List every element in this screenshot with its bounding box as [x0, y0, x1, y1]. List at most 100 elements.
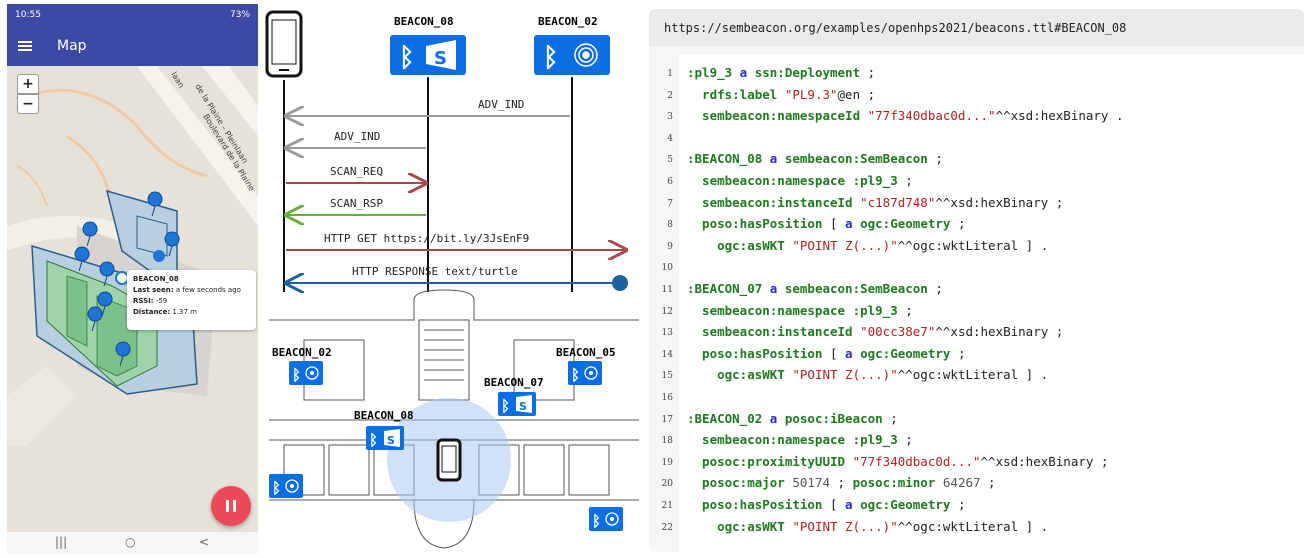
line-number: 16	[661, 393, 673, 403]
beacon-popup: BEACON_08 Last seen: a few seconds ago R…	[127, 270, 256, 330]
code-token: ;	[882, 410, 898, 426]
code-token: ^^xsd:hexBinary ;	[935, 194, 1064, 210]
code-token: sembeacon:namespace	[687, 302, 846, 318]
svg-text:ᛒ: ᛒ	[592, 512, 601, 530]
floorplan-beacon-edge-left-icon: ᛒ	[269, 474, 303, 498]
battery-status: 73%	[229, 10, 250, 20]
message-label-http-get: HTTP GET https://bit.ly/3JsEnF9	[324, 232, 529, 245]
resource-url: https://sembeacon.org/examples/openhps20…	[649, 9, 1304, 46]
code-token: ^^ogc:wktLiteral ] .	[897, 367, 1049, 383]
code-token: :pl9_3	[845, 173, 898, 188]
message-label-http-response: HTTP RESPONSE text/turtle	[352, 265, 518, 278]
zoom-out-button[interactable]: −	[17, 94, 39, 114]
code-token: ;	[897, 432, 913, 448]
code-line: 20 posoc:major 50174 ; posoc:minor 64267…	[649, 475, 1304, 492]
code-line: 21 poso:hasPosition [ a ogc:Geometry ;	[649, 497, 1304, 514]
floorplan-beacon-edge-right-icon: ᛒ	[589, 507, 623, 531]
pause-icon-bar-right	[233, 500, 236, 512]
svg-text:S: S	[387, 434, 395, 447]
code-text: ogc:asWKT "POINT Z(...)"^^ogc:wktLiteral…	[687, 238, 1048, 253]
back-button[interactable]: <	[199, 535, 210, 549]
line-number: 4	[667, 133, 673, 144]
distance-value: 1.37 m	[172, 308, 198, 316]
rssi-value: -59	[155, 297, 168, 305]
code-token: ogc:Geometry	[860, 497, 951, 512]
line-number: 17	[661, 414, 673, 425]
line-number: 2	[667, 90, 673, 101]
code-token: ;	[860, 65, 876, 80]
code-token: 64267	[935, 475, 981, 491]
code-token: sembeacon:namespace	[687, 173, 846, 188]
sequence-diagram: BEACON_08 ᛒ S BEACON_02 ᛒ ADV_IND ADV_IN…	[265, 10, 639, 550]
code-token: :BEACON_02	[687, 410, 763, 426]
line-number: 13	[661, 328, 673, 339]
code-token: ;	[927, 151, 943, 167]
code-token: sembeacon:namespace	[687, 432, 846, 448]
code-line: 22 ogc:asWKT "POINT Z(...)"^^ogc:wktLite…	[649, 519, 1304, 536]
line-number: 7	[667, 198, 673, 209]
floorplan-beacon-05-icon: ᛒ	[568, 361, 602, 385]
line-number: 20	[661, 479, 673, 490]
last-seen-label: Last seen:	[133, 286, 174, 294]
code-token: sembeacon:namespaceId	[687, 108, 861, 124]
code-token: a	[732, 65, 755, 80]
code-token: ogc:Geometry	[860, 216, 951, 232]
line-number: 6	[667, 177, 673, 187]
code-line: 13 sembeacon:instanceId "00cc38e7"^^xsd:…	[649, 324, 1304, 341]
line-number: 21	[661, 501, 673, 511]
code-line: 16	[649, 389, 1304, 406]
code-token: [	[822, 216, 846, 232]
pause-button[interactable]	[211, 486, 251, 526]
code-token: ^^xsd:hexBinary ;	[980, 453, 1109, 469]
code-line: 15 ogc:asWKT "POINT Z(...)"^^ogc:wktLite…	[649, 367, 1304, 384]
code-text: rdfs:label "PL9.3"@en ;	[687, 87, 875, 102]
code-token: a	[762, 151, 785, 167]
recent-apps-button[interactable]: |||	[55, 535, 68, 549]
status-time: 10:55	[15, 10, 41, 20]
pause-icon-bar-left	[226, 500, 229, 512]
line-number: 5	[667, 155, 673, 166]
code-token: ;	[980, 475, 996, 491]
code-line: 8 poso:hasPosition [ a ogc:Geometry ;	[649, 216, 1304, 233]
code-text: ogc:asWKT "POINT Z(...)"^^ogc:wktLiteral…	[687, 367, 1048, 382]
code-token: ^^ogc:wktLiteral ] .	[897, 518, 1049, 534]
rssi-label: RSSI:	[133, 297, 154, 305]
code-token: "00cc38e7"	[852, 324, 936, 340]
code-text: :BEACON_02 a posoc:iBeacon ;	[687, 411, 898, 426]
code-line: 14 poso:hasPosition [ a ogc:Geometry ;	[649, 346, 1304, 363]
home-button[interactable]: ○	[125, 535, 136, 549]
code-line: 10	[649, 259, 1304, 276]
code-token: ^^xsd:hexBinary .	[995, 108, 1124, 124]
code-line: 9 ogc:asWKT "POINT Z(...)"^^ogc:wktLiter…	[649, 238, 1304, 255]
code-area	[679, 54, 1304, 552]
message-label-adv-ind-1: ADV_IND	[478, 98, 524, 111]
line-number: 10	[661, 263, 673, 274]
zoom-in-button[interactable]: +	[17, 74, 39, 94]
line-number: 14	[661, 349, 673, 360]
beacon-08-icon: ᛒ S	[390, 35, 466, 75]
popup-last-seen: Last seen: a few seconds ago	[133, 286, 250, 294]
code-token: sembeacon:instanceId	[687, 324, 853, 340]
code-token: a	[845, 216, 861, 232]
code-token: :pl9_3	[687, 65, 733, 80]
code-token: "POINT Z(...)"	[784, 367, 898, 383]
code-token: poso:hasPosition	[687, 216, 823, 232]
code-text: :BEACON_08 a sembeacon:SemBeacon ;	[687, 151, 943, 166]
menu-icon[interactable]	[17, 38, 33, 54]
code-text: ogc:asWKT "POINT Z(...)"^^ogc:wktLiteral…	[687, 519, 1048, 534]
code-token: "PL9.3"	[777, 86, 838, 102]
code-line: 6 sembeacon:namespace :pl9_3 ;	[649, 173, 1304, 190]
popup-rssi: RSSI: -59	[133, 297, 250, 305]
line-number-gutter	[649, 54, 679, 552]
code-token: [	[822, 497, 846, 512]
code-token: ssn:Deployment	[754, 65, 861, 80]
beacon-02-header-label: BEACON_02	[538, 15, 598, 28]
code-token: 50174	[784, 475, 830, 491]
phone-screenshot: 10:55 73% Map	[7, 4, 258, 554]
status-bar: 10:55 73%	[7, 4, 258, 28]
android-nav-bar: ||| ○ <	[7, 532, 258, 554]
code-text: sembeacon:instanceId "c187d748"^^xsd:hex…	[687, 195, 1063, 210]
code-text: sembeacon:instanceId "00cc38e7"^^xsd:hex…	[687, 324, 1063, 339]
code-token: posoc:iBeacon	[784, 410, 883, 426]
floorplan-beacon-02-label: BEACON_02	[272, 346, 332, 359]
